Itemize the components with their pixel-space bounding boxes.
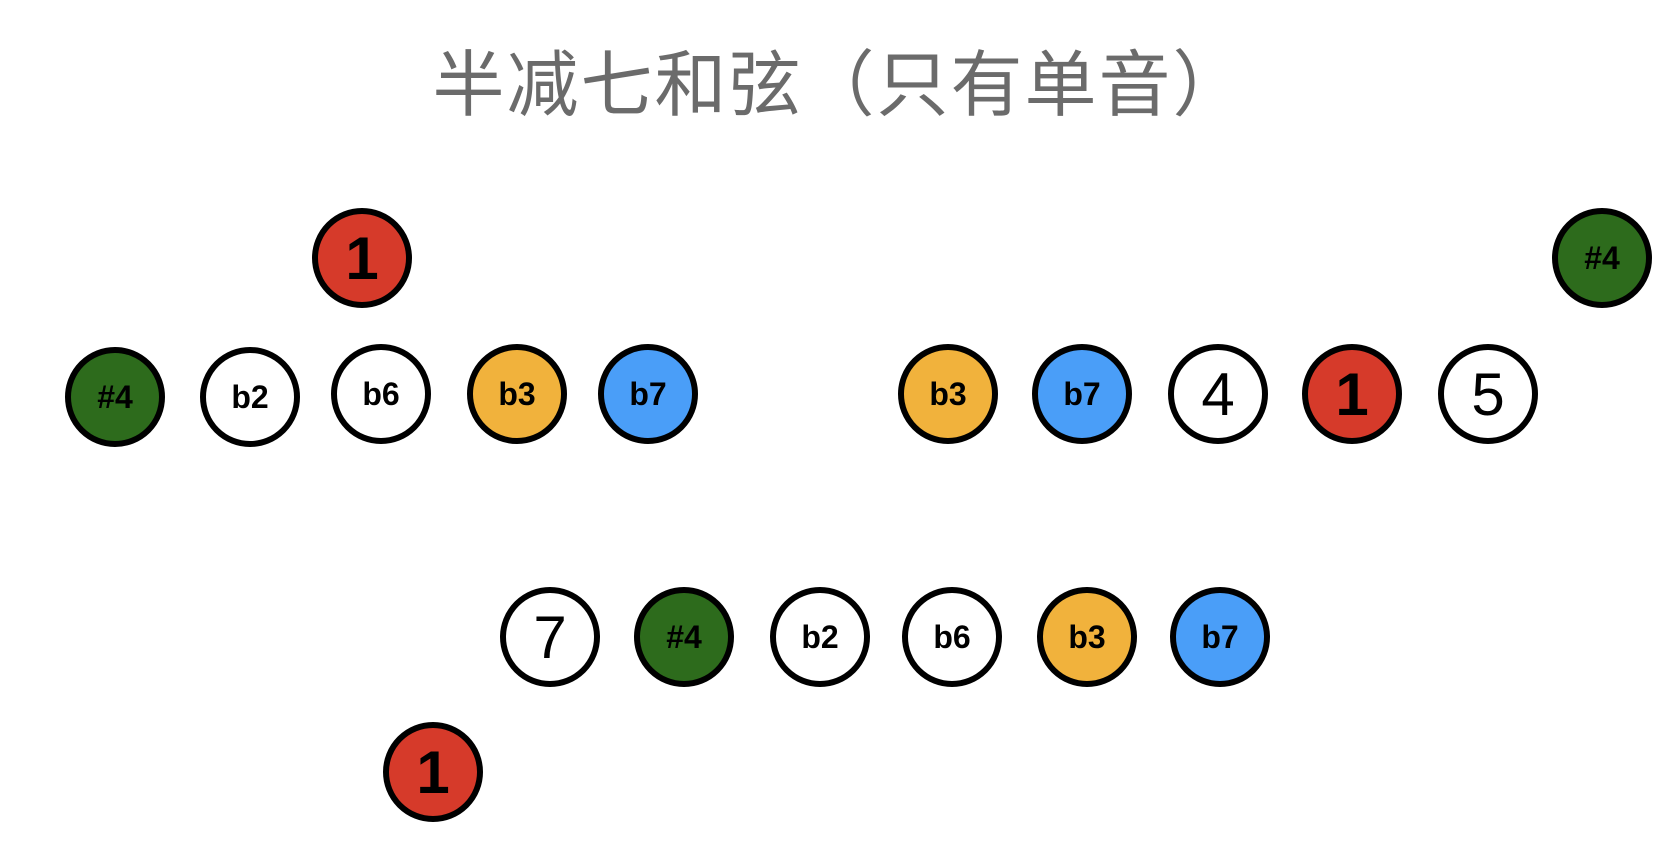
note-circle-flat3: b3 — [467, 344, 567, 444]
note-circle-sharp4: #4 — [1552, 208, 1652, 308]
note-circle-flat6: b6 — [331, 344, 431, 444]
note-circle-root: 1 — [383, 722, 483, 822]
note-circle-flat7: b7 — [1170, 587, 1270, 687]
note-circle-7: 7 — [500, 587, 600, 687]
note-circle-sharp4: #4 — [634, 587, 734, 687]
note-circle-root: 1 — [1302, 344, 1402, 444]
note-circle-flat2: b2 — [200, 347, 300, 447]
note-circle-flat2: b2 — [770, 587, 870, 687]
note-circle-flat7: b7 — [1032, 344, 1132, 444]
note-circle-flat6: b6 — [902, 587, 1002, 687]
note-circle-flat3: b3 — [1037, 587, 1137, 687]
note-circle-flat3: b3 — [898, 344, 998, 444]
note-circle-5: 5 — [1438, 344, 1538, 444]
note-circle-root: 1 — [312, 208, 412, 308]
diagram-title: 半减七和弦（只有单音） — [432, 43, 1247, 127]
note-circle-sharp4: #4 — [65, 347, 165, 447]
note-circle-4: 4 — [1168, 344, 1268, 444]
note-circle-flat7: b7 — [598, 344, 698, 444]
